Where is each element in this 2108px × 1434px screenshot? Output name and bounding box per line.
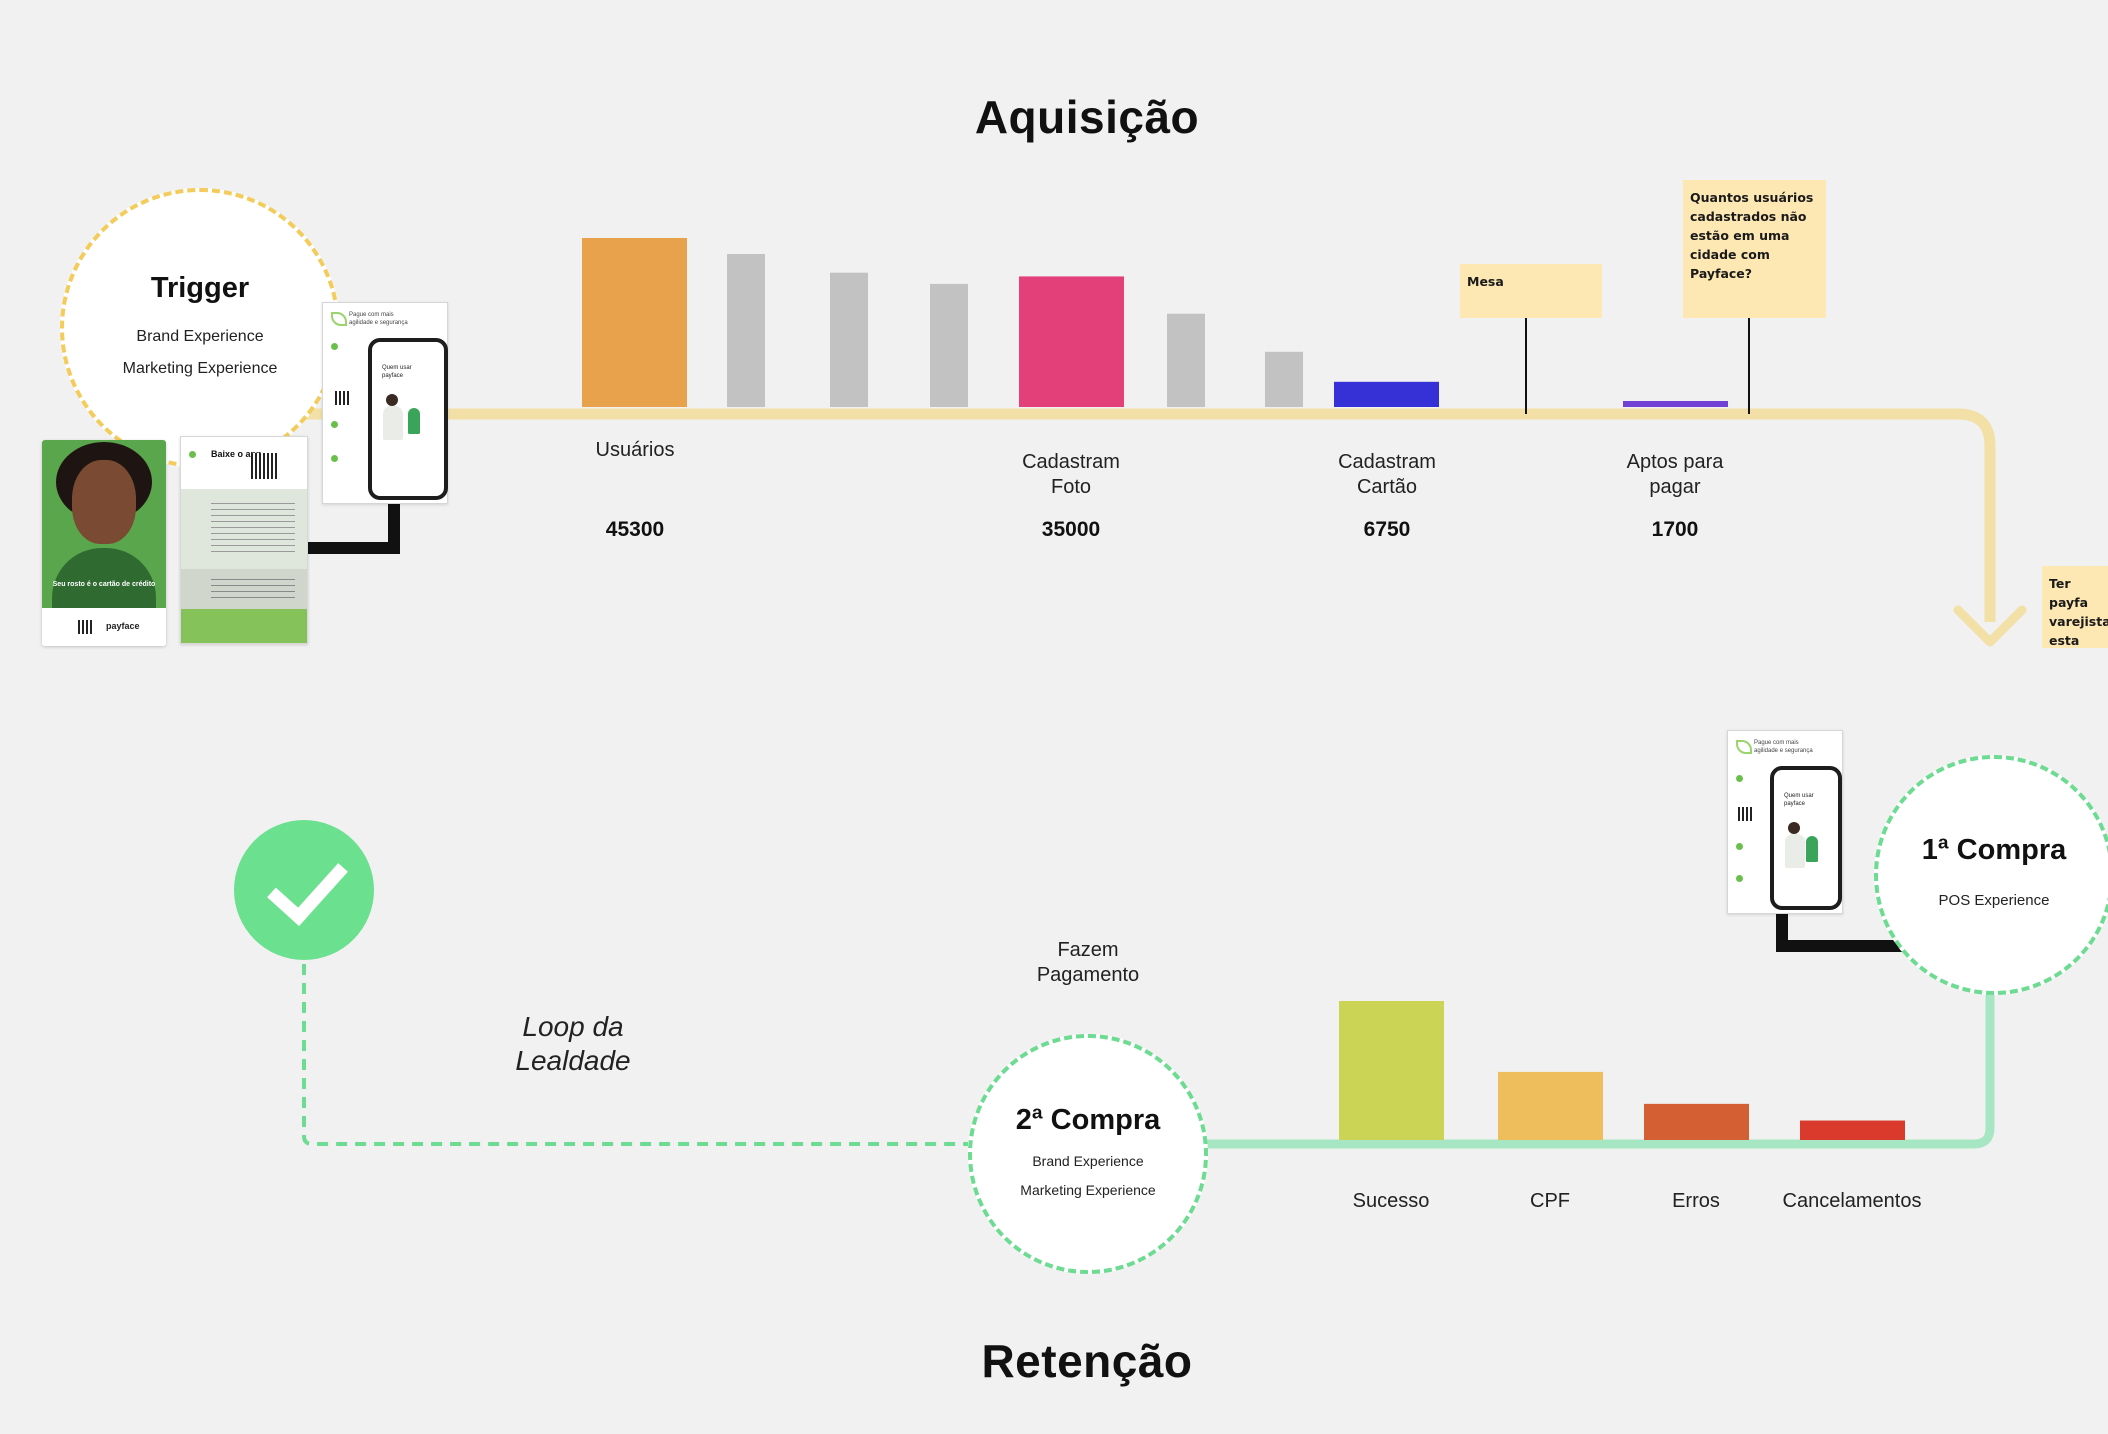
flyer-title: Baixe o app (211, 449, 262, 459)
acquisition-bars (582, 238, 1728, 407)
first-purchase-title: 1ª Compra (1921, 833, 2067, 866)
stage-value-aptos: 1700 (1651, 518, 1699, 541)
first-purchase-node[interactable]: 1ª Compra POS Experience (1874, 755, 2108, 995)
loyalty-check-icon (234, 820, 374, 960)
phone-person-body (383, 406, 403, 440)
pos-device-connector (1776, 906, 1904, 952)
pos-mockup-step-1 (1736, 775, 1770, 782)
outcome-label-cpf: CPF (1530, 1190, 1570, 1212)
acquisition-bar-8 (1623, 401, 1728, 407)
acquisition-track (300, 408, 1996, 622)
mockup-qr-icon (335, 391, 349, 405)
stage-label-cartao: Cadastram Cartão (1338, 451, 1436, 498)
loyalty-loop-connector (302, 964, 968, 1146)
trigger-phone: Quem usar payface (368, 338, 448, 500)
outcome-label-cancelamentos: Cancelamentos (1782, 1190, 1922, 1212)
sticky-question[interactable]: Quantos usuários cadastrados não estão e… (1683, 180, 1826, 318)
stage-value-usuarios: 45300 (605, 518, 665, 541)
second-purchase-line-marketing: Marketing Experience (1020, 1181, 1156, 1198)
pos-phone-text: Quem usar payface (1784, 793, 1814, 807)
campaign-flyer: Baixe o app (180, 436, 308, 644)
poster-qr-icon (78, 620, 92, 634)
campaign-poster: Seu rosto é o cartão de crédito payface (42, 440, 166, 646)
trigger-device-connector (304, 494, 400, 554)
flyer-band-green (181, 609, 307, 643)
mockup-step-1 (331, 343, 365, 350)
phone-plant (408, 408, 420, 434)
pos-phone-person-head (1788, 822, 1800, 834)
retention-track (1204, 990, 1995, 1149)
pos-mockup-step-2 (1736, 843, 1770, 850)
outcome-label-sucesso: Sucesso (1352, 1190, 1430, 1212)
sticky-edge[interactable]: Ter payfa varejista esta loja (2042, 566, 2108, 648)
retention-heading: Retenção (981, 1335, 1193, 1387)
payment-label: Fazem Pagamento (1036, 939, 1140, 986)
poster-photo: Seu rosto é o cartão de crédito (42, 440, 166, 608)
second-purchase-node[interactable]: 2ª Compra Brand Experience Marketing Exp… (968, 1034, 1208, 1274)
acquisition-bar-7 (1334, 381, 1439, 407)
flyer-text-block-2 (211, 579, 295, 599)
trigger-title: Trigger (150, 271, 250, 304)
retention-bar-2 (1644, 1103, 1749, 1140)
checkmark-icon (267, 842, 348, 927)
flyer-step-icon (189, 451, 196, 458)
stage-label-usuarios: Usuários (595, 439, 675, 461)
stage-label-foto: Cadastram Foto (1022, 451, 1120, 498)
pos-payface-leaf-icon (1736, 740, 1752, 754)
first-purchase-subtitle: POS Experience (1938, 891, 2050, 909)
trigger-line-marketing: Marketing Experience (122, 359, 278, 377)
outcome-label-erros: Erros (1672, 1190, 1720, 1212)
phone-text: Quem usar payface (382, 365, 412, 379)
flyer-text-block (211, 503, 295, 555)
sticky-mesa[interactable]: Mesa (1460, 264, 1602, 318)
retention-bar-3 (1800, 1120, 1905, 1140)
stage-label-aptos: Aptos para pagar (1626, 451, 1724, 498)
trigger-line-brand: Brand Experience (136, 327, 264, 345)
retention-bar-1 (1498, 1071, 1603, 1140)
pos-phone-person-body (1785, 834, 1805, 868)
mockup-step-2 (331, 421, 365, 428)
payface-leaf-icon (331, 312, 347, 326)
second-purchase-line-brand: Brand Experience (1032, 1152, 1144, 1169)
pos-mockup-qr-icon (1738, 807, 1752, 821)
pos-mockup-header: Pague com mais agilidade e segurança (1754, 740, 1813, 754)
acquisition-bar-1 (727, 254, 765, 407)
acquisition-bar-4 (1019, 276, 1124, 407)
acquisition-bar-2 (830, 272, 868, 407)
phone-person-head (386, 394, 398, 406)
flyer-qr-icon (251, 453, 277, 479)
loyalty-loop-label: Loop da Lealdade (515, 1011, 631, 1076)
stage-value-cartao: 6750 (1363, 518, 1411, 541)
retention-bar-0 (1339, 1001, 1444, 1140)
second-purchase-title: 2ª Compra (1015, 1103, 1161, 1136)
acquisition-bar-5 (1167, 313, 1205, 407)
pos-phone-plant (1806, 836, 1818, 862)
poster-footer: payface (42, 608, 166, 646)
poster-brand: payface (106, 621, 140, 631)
mockup-step-3 (331, 455, 365, 462)
poster-caption: Seu rosto é o cartão de crédito (52, 581, 156, 588)
acquisition-arrow-head (1953, 605, 2027, 647)
pos-phone: Quem usar payface (1770, 766, 1842, 910)
mockup-header: Pague com mais agilidade e segurança (349, 312, 408, 326)
acquisition-bar-6 (1265, 351, 1303, 407)
pos-mockup-step-3 (1736, 875, 1770, 882)
stage-value-foto: 35000 (1041, 518, 1101, 541)
acquisition-bar-0 (582, 238, 687, 407)
poster-face (72, 460, 136, 544)
retention-bars (1339, 1001, 1905, 1140)
acquisition-heading: Aquisição (974, 91, 1200, 143)
trigger-node[interactable]: Trigger Brand Experience Marketing Exper… (60, 188, 340, 468)
poster-shoulders (52, 548, 156, 608)
acquisition-bar-3 (930, 283, 968, 407)
